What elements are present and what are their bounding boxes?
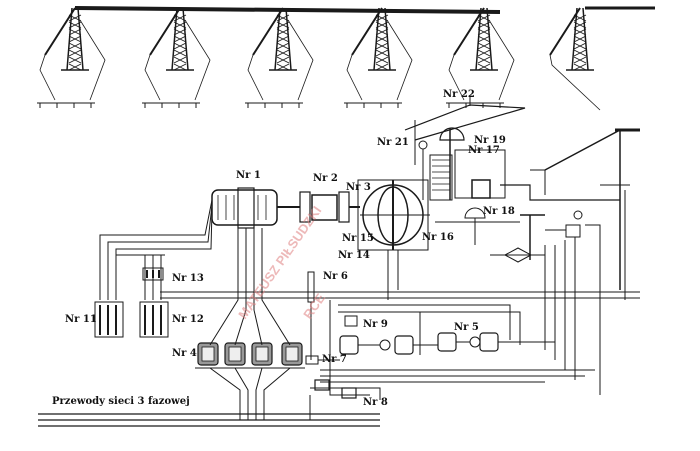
relay-nr6 [307, 271, 315, 360]
component-label: Nr 4 [172, 348, 197, 359]
three-phase-lines [38, 413, 380, 427]
component-label: Nr 22 [443, 89, 475, 100]
watermark: MATEUSZ PIŁSUDZKI RCE [235, 203, 328, 321]
switch-nr13 [142, 267, 164, 281]
component-label: Nr 3 [346, 182, 371, 193]
transformer-nr11 [94, 301, 124, 338]
upper-assembly [404, 95, 526, 201]
antenna-tower [344, 7, 413, 108]
motor-bank-nr4 [195, 342, 305, 369]
antenna-tower [37, 7, 106, 108]
transformer-nr12 [139, 301, 169, 338]
component-label: Nr 11 [65, 314, 97, 325]
relay-nr8 [309, 379, 357, 420]
crane-structure [500, 128, 640, 300]
component-label: Nr 16 [422, 232, 454, 243]
feeder-lines [310, 300, 595, 400]
component-label: Nr 9 [363, 319, 388, 330]
component-labels: Nr 1 Nr 2 Nr 3 Nr 4 Nr 5 Nr 6 Nr 7 Nr 8 Nr 9 Nr 1… [65, 89, 515, 408]
component-label: Nr 14 [338, 250, 370, 261]
diagram-caption: Przewody sieci 3 fazowej [52, 396, 190, 407]
motor-winding [201, 346, 215, 362]
generator-nr1 [211, 187, 300, 229]
antenna-tower [245, 7, 314, 108]
motor-winding [255, 346, 269, 362]
component-label: Nr 21 [377, 137, 409, 148]
component-label: Nr 5 [454, 322, 479, 333]
component-label: Nr 19 [474, 135, 506, 146]
relay-nr7 [305, 355, 340, 365]
component-label: Nr 18 [483, 206, 515, 217]
motor-winding [228, 346, 242, 362]
component-label: Nr 8 [363, 397, 388, 408]
antenna-tower [142, 7, 211, 108]
controller-nr18 [435, 207, 601, 395]
component-label: Nr 17 [468, 145, 500, 156]
center-wiring [209, 228, 291, 420]
watermark-text-2: RCE [300, 290, 328, 321]
motor-group-nr5 [437, 332, 499, 352]
component-label: Nr 6 [323, 271, 348, 282]
motor-winding [285, 346, 299, 362]
left-bus-lines [99, 199, 640, 300]
antenna-array [74, 6, 655, 14]
component-label: Nr 12 [172, 314, 204, 325]
antenna-tower [446, 7, 515, 108]
antenna-towers [37, 7, 601, 111]
component-label: Nr 1 [236, 170, 261, 181]
component-label: Nr 2 [313, 173, 338, 184]
component-label: Nr 15 [342, 233, 374, 244]
component-label: Nr 13 [172, 273, 204, 284]
machine-nr3 [357, 179, 430, 300]
antenna-tower [549, 7, 601, 111]
component-label: Nr 7 [322, 354, 347, 365]
